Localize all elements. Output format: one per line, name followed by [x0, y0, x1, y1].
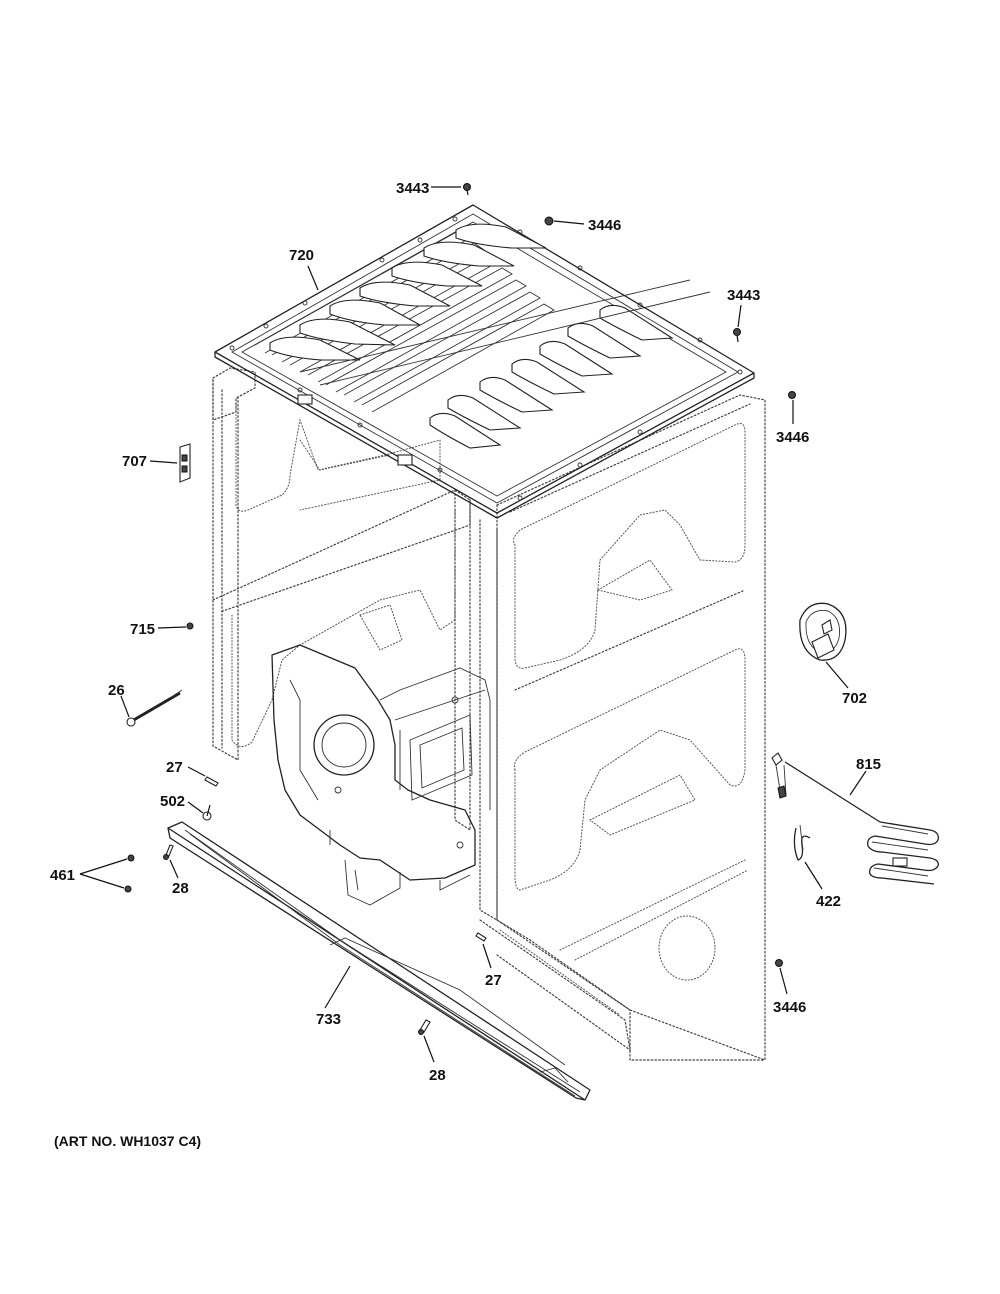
art-number: (ART NO. WH1037 C4) — [54, 1133, 201, 1149]
screws-461 — [124, 854, 135, 893]
strain-relief-702 — [799, 602, 847, 661]
callout-27-left: 27 — [166, 759, 183, 776]
callout-707: 707 — [122, 453, 147, 470]
leader-lines — [79, 186, 867, 1063]
callout-28-bottom: 28 — [429, 1067, 446, 1084]
cabinet — [212, 367, 766, 1061]
bolt-26 — [126, 689, 183, 727]
callout-720: 720 — [289, 247, 314, 264]
blower-housing — [271, 644, 491, 906]
screw-715 — [186, 622, 194, 630]
callout-28-left: 28 — [172, 880, 189, 897]
callout-3443-right: 3443 — [727, 287, 760, 304]
screw-27-bottom — [475, 932, 487, 942]
callout-3446-bottom: 3446 — [773, 999, 806, 1016]
callout-815: 815 — [856, 756, 881, 773]
bracket-707 — [179, 443, 191, 483]
callout-3446-right: 3446 — [776, 429, 809, 446]
screw-502 — [202, 804, 212, 821]
top-panel — [214, 204, 755, 519]
callout-26: 26 — [108, 682, 125, 699]
callout-461: 461 — [50, 867, 75, 884]
front-panel-trim — [167, 821, 591, 1101]
callout-labels: 3443 3446 720 3443 3446 707 715 702 26 8… — [50, 180, 881, 1084]
screw-3446-bottom — [775, 959, 783, 967]
screw-3443-top — [463, 183, 471, 196]
clip-422 — [793, 824, 811, 861]
callout-733: 733 — [316, 1011, 341, 1028]
callout-422: 422 — [816, 893, 841, 910]
screw-28-bottom — [418, 1019, 431, 1035]
screw-3446-top — [544, 216, 554, 226]
screw-3443-right — [733, 328, 741, 343]
screw-27-left — [204, 776, 219, 787]
callout-715: 715 — [130, 621, 155, 638]
callout-27-bottom: 27 — [485, 972, 502, 989]
screw-28-left — [163, 844, 174, 860]
heater-element-815 — [771, 752, 939, 885]
callout-3443-top: 3443 — [396, 180, 429, 197]
callout-702: 702 — [842, 690, 867, 707]
callout-502: 502 — [160, 793, 185, 810]
screw-3446-right — [788, 391, 796, 399]
callout-3446-top: 3446 — [588, 217, 621, 234]
